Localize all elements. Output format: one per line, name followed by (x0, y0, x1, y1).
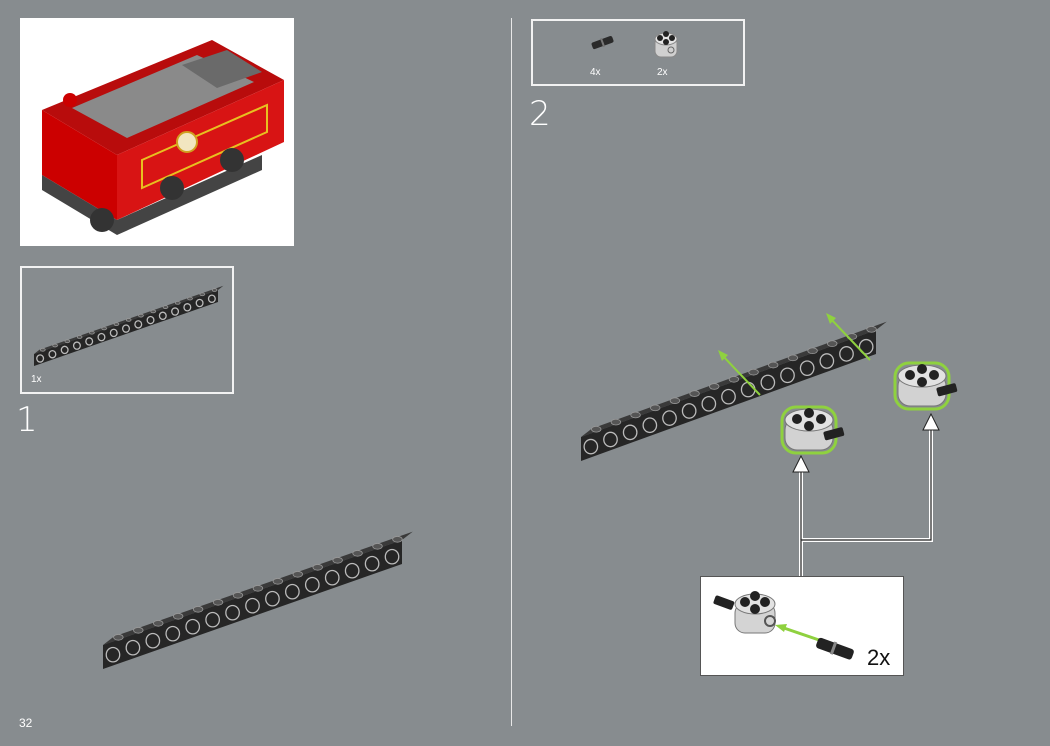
up-arrow-icon (792, 454, 810, 473)
pin-insertion-illustration (713, 591, 854, 660)
step1-parts-list: 1x (20, 266, 234, 394)
sub-assembly-callout: 2x (700, 576, 904, 676)
round-brick-with-pin (780, 405, 845, 455)
model-preview-box (20, 18, 294, 246)
technic-beam (103, 531, 413, 669)
step-number: 2 (529, 94, 551, 134)
technic-beam-part-icon (34, 285, 224, 366)
train-tender-illustration (42, 40, 284, 235)
technic-beam (34, 285, 224, 366)
part-qty: 2x (657, 67, 668, 78)
callout-qty: 2x (867, 645, 891, 670)
up-arrow-icon (922, 412, 940, 431)
part-qty: 4x (590, 67, 601, 78)
page-number: 32 (19, 716, 33, 730)
round-brick-icon (654, 31, 678, 58)
round-brick-with-pin (893, 361, 958, 411)
part-qty: 1x (31, 374, 42, 385)
step-number: 1 (16, 400, 38, 440)
technic-beam (581, 321, 887, 461)
parts-icons (591, 31, 678, 58)
page-divider (511, 18, 512, 726)
step2-parts-list: 4x 2x (531, 19, 745, 86)
insertion-arrow (721, 354, 761, 396)
technic-pin-icon (591, 36, 614, 50)
insertion-arrow (829, 317, 871, 361)
